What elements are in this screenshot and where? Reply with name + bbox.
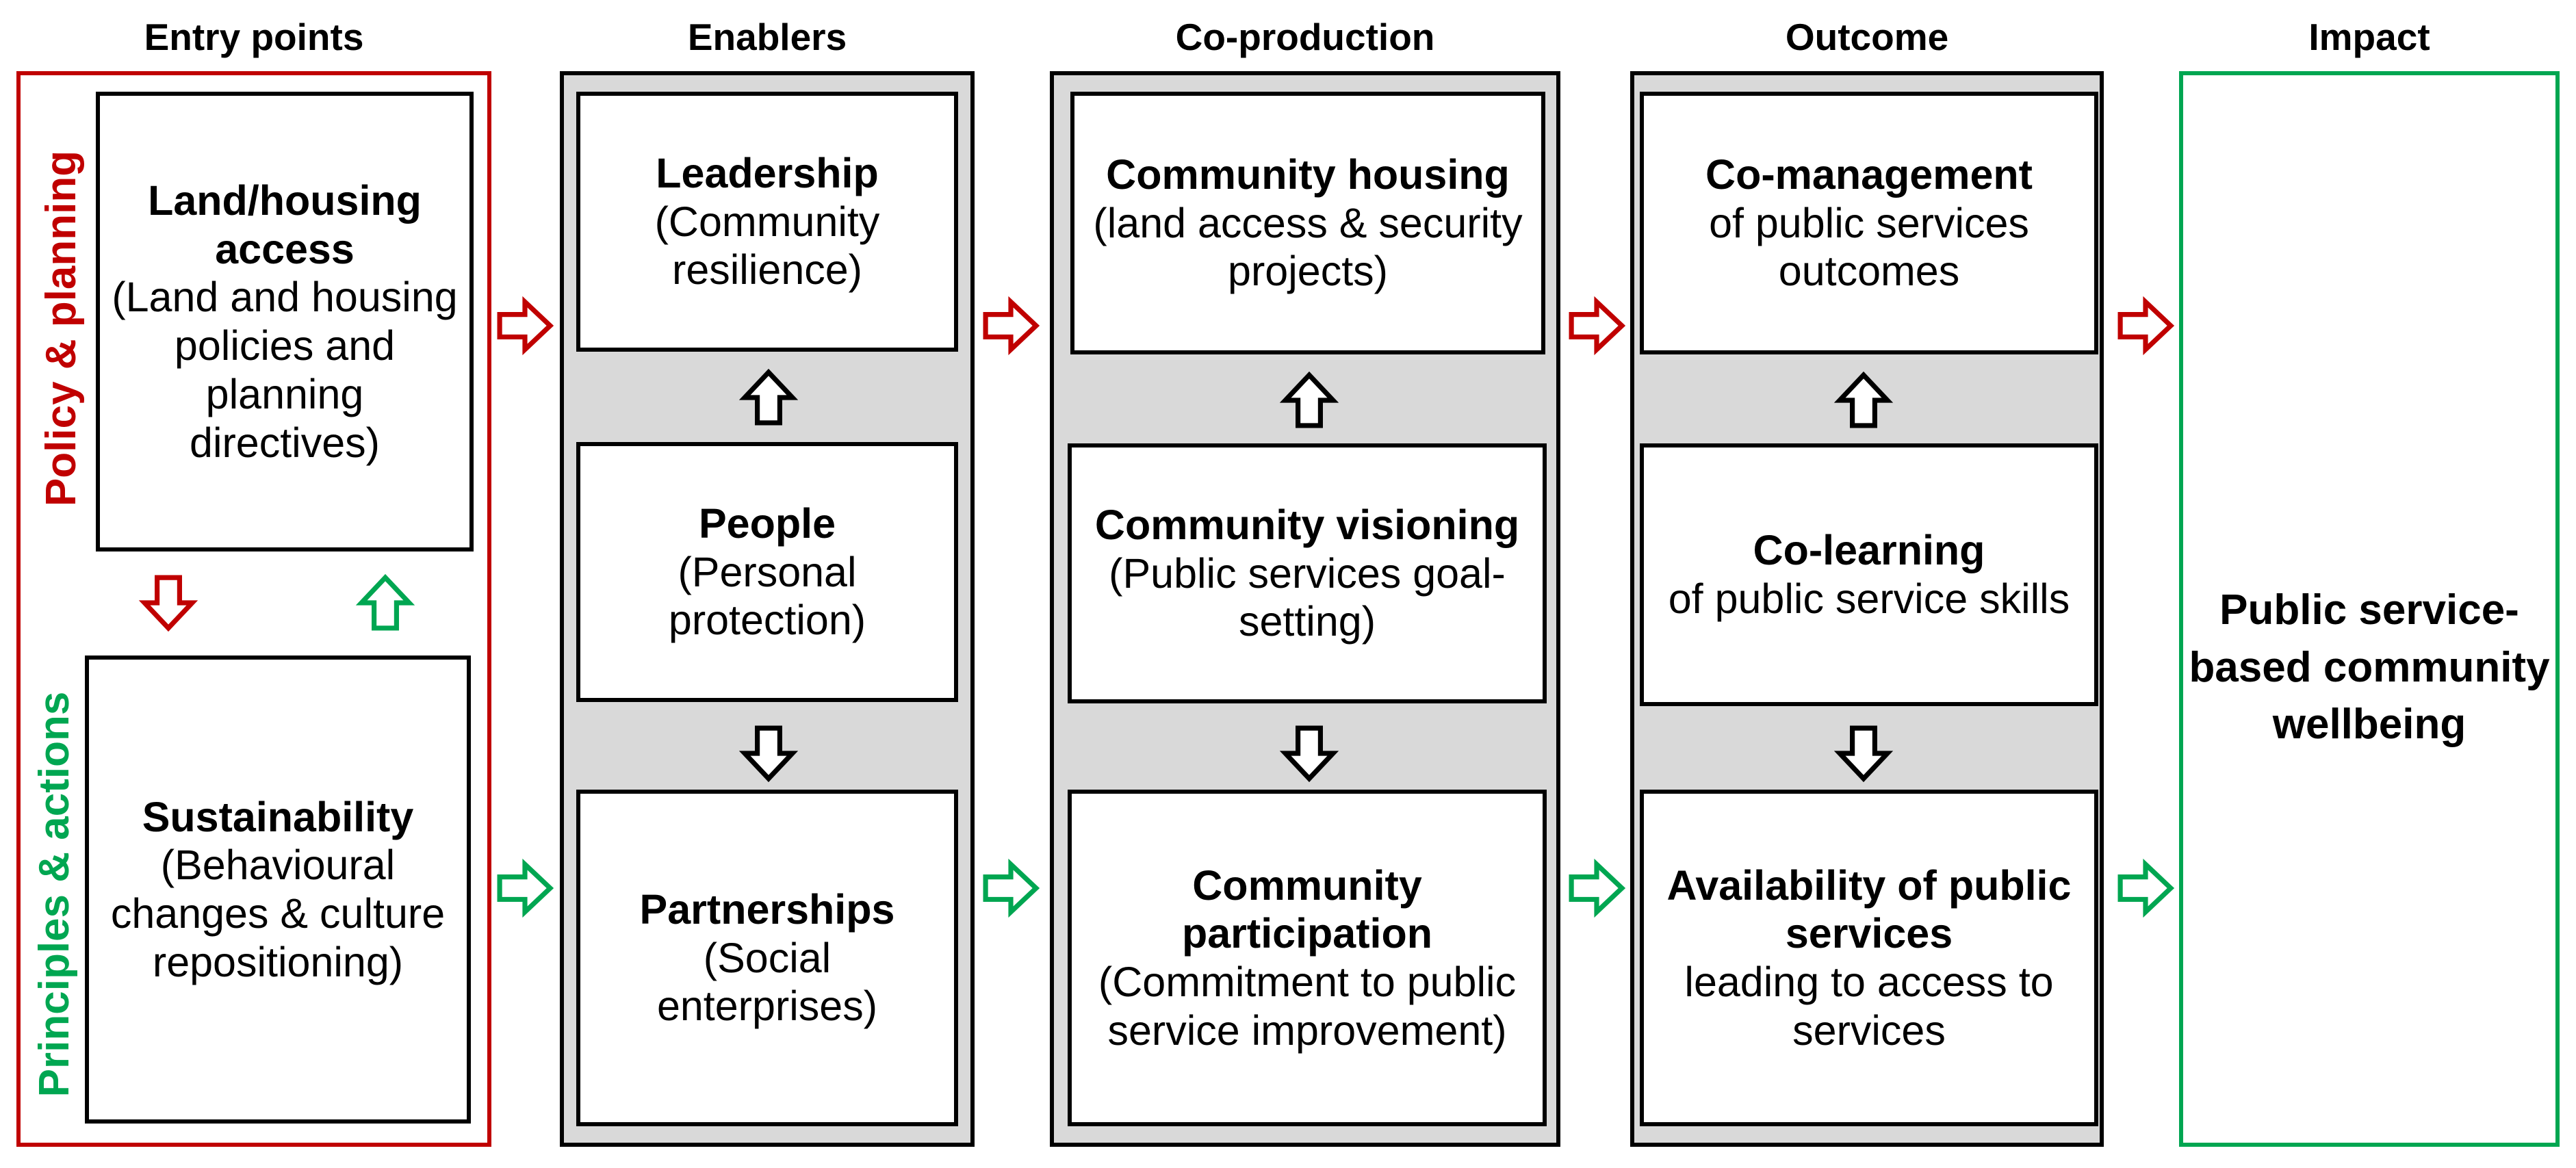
sustainability-desc: (Behavioural changes & culture repositio…: [110, 842, 446, 985]
people-desc: (Personal protection): [668, 548, 866, 644]
availability-title: Availability of public services: [1666, 861, 2072, 957]
community-visioning-box: Community visioning (Public services goa…: [1068, 443, 1547, 703]
community-housing-title: Community housing: [1106, 151, 1510, 198]
community-housing-box: Community housing (land access & securit…: [1070, 92, 1545, 354]
header-outcome: Outcome: [1785, 16, 1949, 58]
right-arrow-icon: [2117, 296, 2175, 356]
leadership-desc: (Community resilience): [654, 198, 880, 294]
availability-desc: leading to access to services: [1684, 959, 2054, 1054]
header-enablers: Enablers: [687, 16, 847, 58]
up-arrow-icon: [1833, 371, 1894, 428]
header-co-production: Co-production: [1175, 16, 1435, 58]
impact-panel: [2179, 71, 2560, 1147]
right-arrow-icon: [497, 858, 554, 918]
up-arrow-icon: [355, 573, 415, 631]
right-arrow-icon: [983, 296, 1040, 356]
right-arrow-icon: [2117, 858, 2175, 918]
co-learning-desc: of public service skills: [1668, 575, 2070, 622]
up-arrow-icon: [738, 368, 799, 426]
principles-actions-label: Principles & actions: [31, 691, 78, 1098]
co-management-desc: of public services outcomes: [1709, 199, 2029, 295]
people-box: People (Personal protection): [576, 442, 958, 702]
down-arrow-icon: [138, 575, 198, 632]
leadership-title: Leadership: [656, 149, 879, 196]
community-participation-desc: (Commitment to public service improvemen…: [1098, 959, 1517, 1054]
right-arrow-icon: [983, 858, 1040, 918]
people-title: People: [698, 499, 836, 547]
community-housing-desc: (land access & security projects): [1093, 199, 1523, 295]
community-participation-title: Community participation: [1181, 861, 1433, 957]
partnerships-box: Partnerships (Social enterprises): [576, 790, 958, 1126]
down-arrow-icon: [1279, 725, 1339, 783]
sustainability-title: Sustainability: [142, 793, 414, 840]
down-arrow-icon: [1833, 725, 1894, 783]
policy-planning-label: Policy & planning: [38, 150, 85, 507]
header-entry-points: Entry points: [144, 16, 364, 58]
header-impact: Impact: [2308, 16, 2430, 58]
co-management-title: Co-management: [1705, 151, 2033, 198]
co-management-box: Co-management of public services outcome…: [1640, 92, 2098, 354]
partnerships-title: Partnerships: [639, 885, 895, 933]
land-housing-access-box: Land/housing access (Land and housing po…: [96, 92, 474, 551]
leadership-box: Leadership (Community resilience): [576, 92, 958, 352]
co-learning-title: Co-learning: [1753, 527, 1985, 574]
land-housing-access-desc: (Land and housing policies and planning …: [112, 274, 458, 466]
impact-text: Public service-based community wellbeing: [2189, 586, 2550, 749]
community-visioning-desc: (Public services goal-setting): [1109, 549, 1506, 645]
right-arrow-icon: [1569, 858, 1626, 918]
availability-box: Availability of public services leading …: [1640, 790, 2098, 1126]
co-learning-box: Co-learning of public service skills: [1640, 443, 2098, 706]
partnerships-desc: (Social enterprises): [656, 934, 878, 1030]
community-visioning-title: Community visioning: [1094, 501, 1520, 548]
right-arrow-icon: [497, 296, 554, 356]
up-arrow-icon: [1279, 371, 1339, 428]
community-participation-box: Community participation (Commitment to p…: [1068, 790, 1547, 1126]
right-arrow-icon: [1569, 296, 1626, 356]
land-housing-access-title: Land/housing access: [148, 177, 422, 272]
down-arrow-icon: [738, 725, 799, 783]
sustainability-box: Sustainability (Behavioural changes & cu…: [85, 656, 471, 1124]
